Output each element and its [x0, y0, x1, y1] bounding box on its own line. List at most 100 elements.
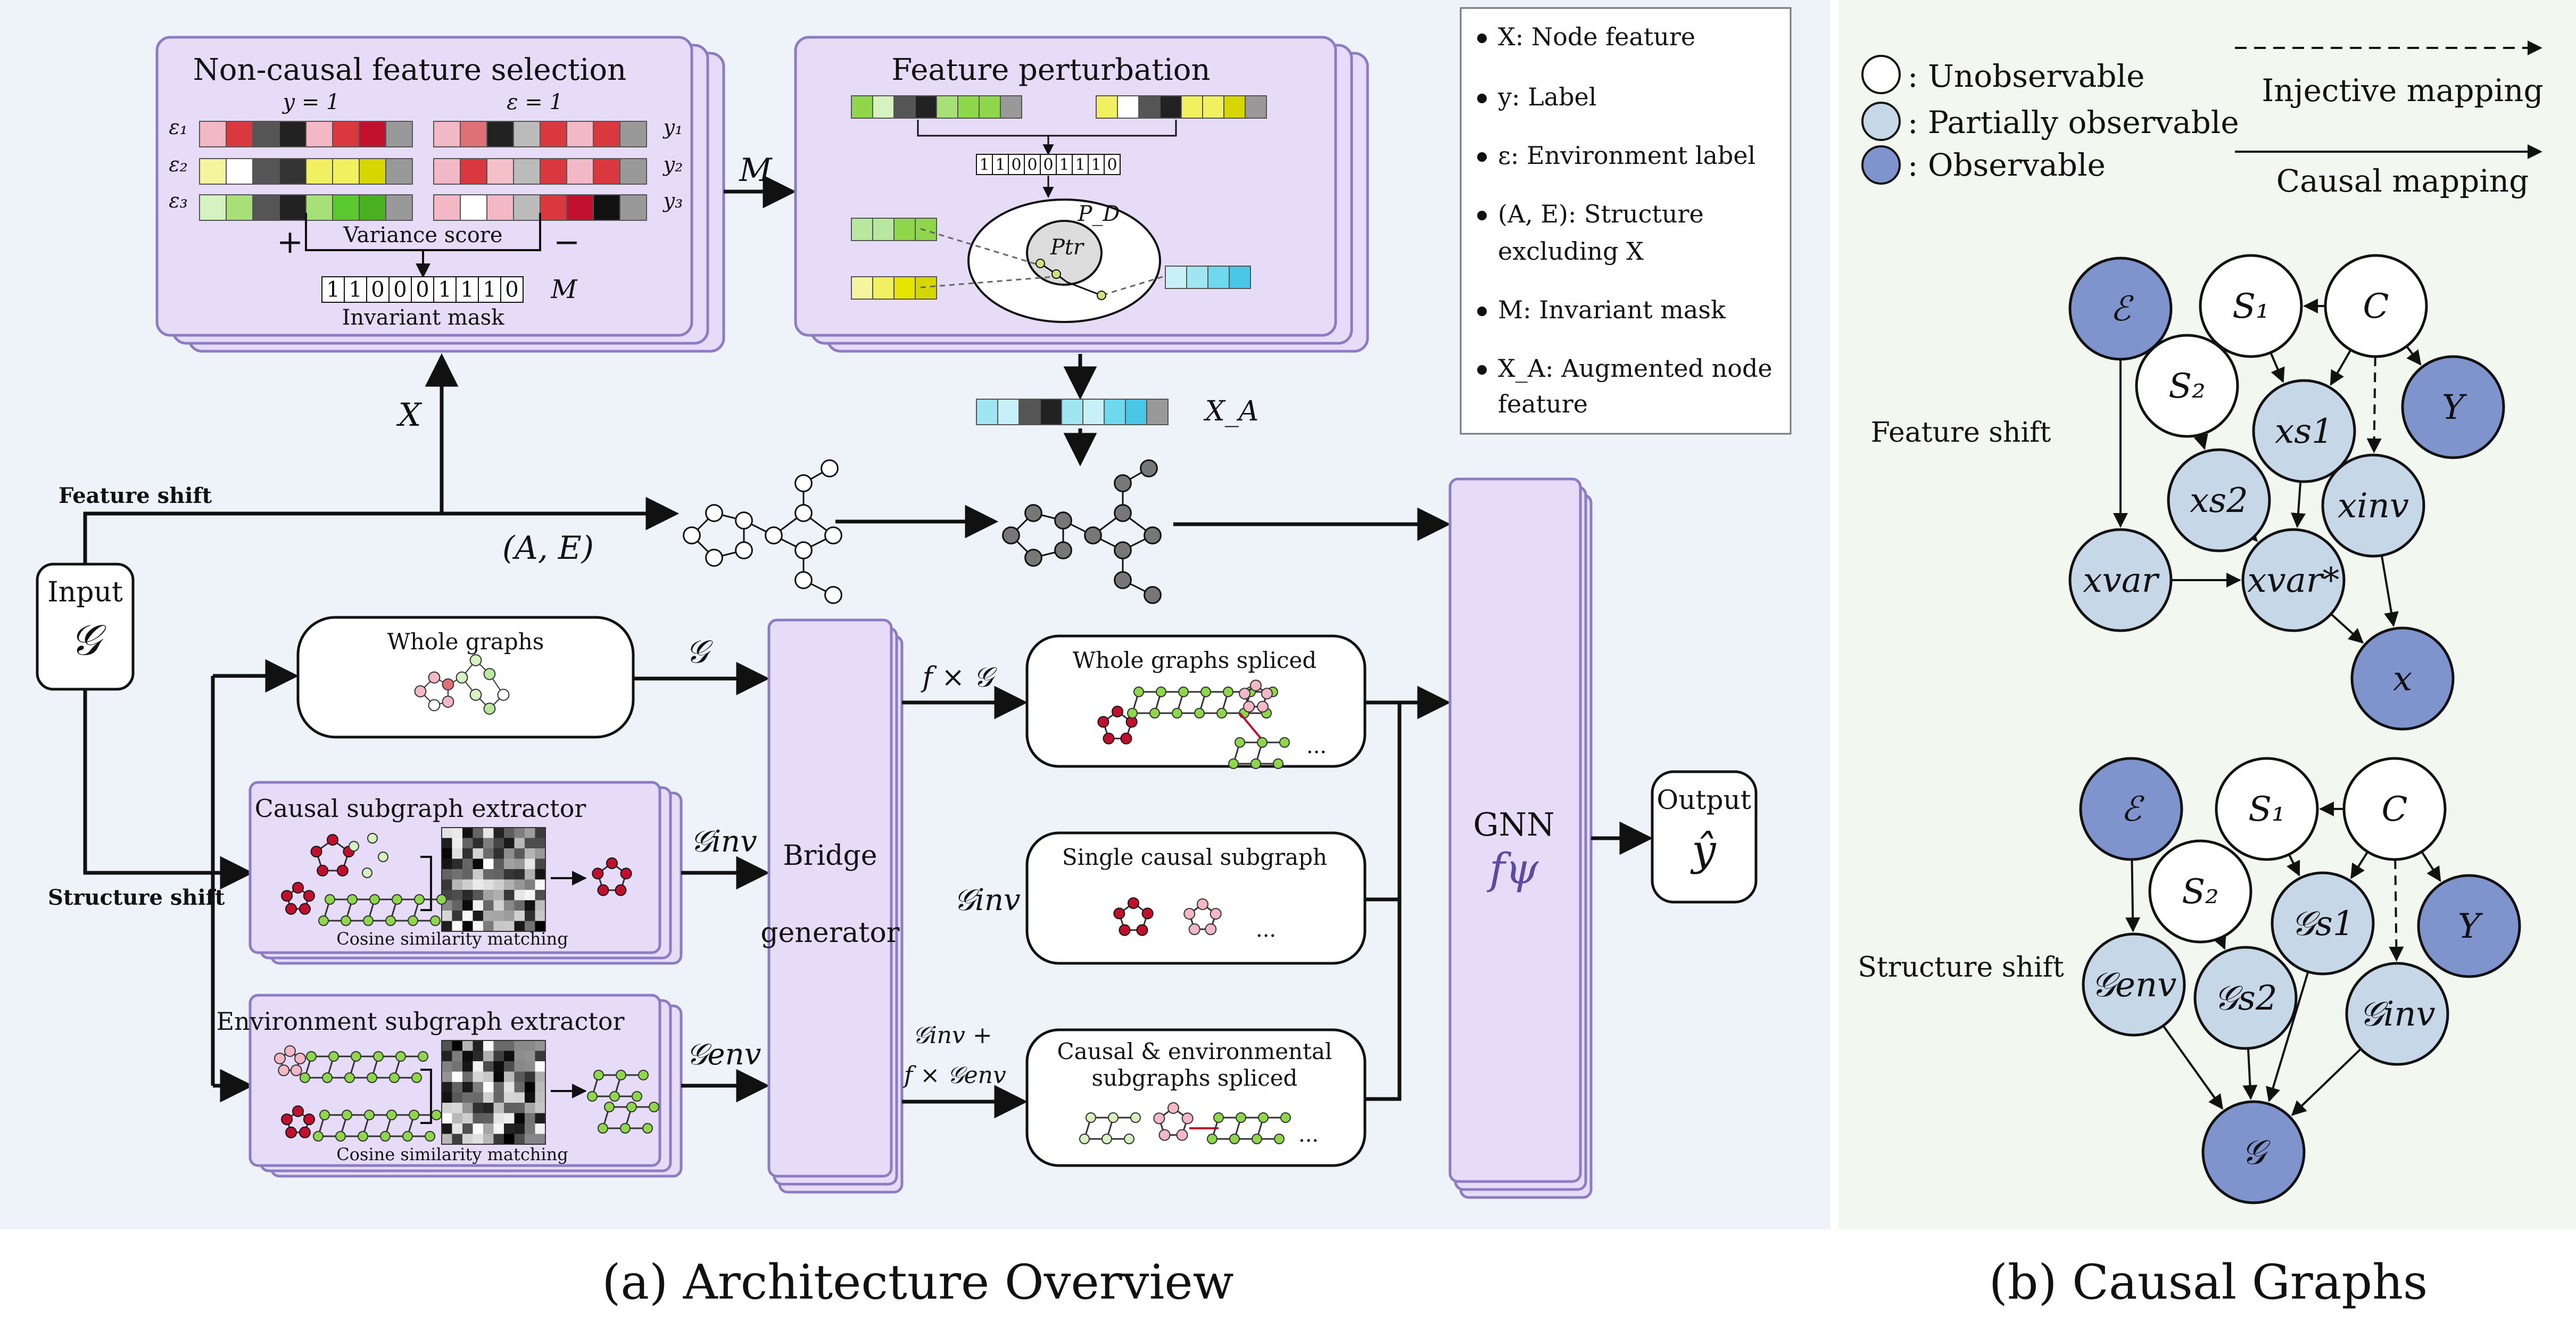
ring-node — [1153, 1112, 1165, 1125]
heatmap-cell — [535, 1051, 545, 1061]
perturb-green-row-cell — [936, 95, 958, 119]
heatmap-cell — [442, 869, 452, 880]
mask-bit: 1 — [1059, 156, 1069, 175]
noncausal-left-row-cell — [252, 194, 280, 221]
causal-edge — [2266, 971, 2309, 1103]
similarity-heatmap-2 — [441, 1040, 546, 1145]
heatmap-cell — [483, 828, 494, 838]
causal-node-Gs2 — [2193, 946, 2298, 1050]
heatmap-cell — [504, 1051, 515, 1061]
ladder-node — [1172, 708, 1182, 718]
heatmap-cell — [462, 1061, 473, 1072]
noncausal-left-row-cell — [226, 194, 253, 221]
graph-node — [735, 511, 753, 530]
ladder-node — [436, 894, 447, 905]
perturb-cyan-sub-cell — [1186, 266, 1208, 289]
noncausal-left-row-cell — [332, 158, 360, 185]
heatmap-cell — [535, 1040, 545, 1051]
row-label-e3: ε₃ — [169, 189, 188, 212]
heatmap-cell — [504, 911, 515, 921]
ladder-node — [363, 915, 374, 926]
causal-edge — [2287, 854, 2300, 877]
spliced1-dots: ... — [1306, 734, 1327, 758]
causal-edge — [2421, 851, 2441, 882]
heatmap-cell — [514, 838, 525, 848]
heatmap-cell — [525, 838, 535, 848]
row-label-e1: ε₁ — [169, 115, 188, 139]
causal-node-label-C: C — [2363, 287, 2389, 326]
extractor-bracket — [420, 1069, 432, 1124]
heatmap-cell — [514, 1134, 525, 1144]
heatmap-cell — [535, 1123, 545, 1134]
ring-node — [281, 890, 293, 902]
causal-node-Ginv — [2345, 962, 2449, 1066]
mask-cell — [433, 276, 457, 303]
ladder-node — [425, 1131, 435, 1142]
ring-node — [1210, 907, 1222, 920]
mask-cell — [1072, 154, 1089, 175]
xa-cell-cell — [997, 399, 1020, 425]
pd-label: P_D — [1078, 202, 1120, 226]
ladder-node — [430, 915, 441, 926]
g-env-arrow-label: 𝒢env — [686, 1037, 761, 1072]
graph-node — [455, 671, 468, 684]
legend-unobs-label: : Unobservable — [1908, 58, 2144, 94]
heatmap-cell — [473, 1092, 483, 1103]
heatmap-cell — [535, 1092, 545, 1103]
heatmap-cell — [473, 838, 483, 848]
graph-node — [497, 689, 510, 701]
caption-right: (b) Causal Graphs — [1989, 1254, 2428, 1310]
heatmap-cell — [493, 828, 504, 838]
heatmap-cell — [525, 828, 535, 838]
ladder-node — [616, 1070, 626, 1080]
heatmap-cell — [462, 838, 473, 848]
ring-node — [317, 864, 329, 877]
ring-node — [1167, 1102, 1179, 1114]
heatmap-cell — [473, 911, 483, 921]
cosine-label-2: Cosine similarity matching — [336, 1144, 568, 1164]
causal-node-label-Gs1: 𝒢s1 — [2291, 904, 2354, 944]
causal-node-xvar — [2068, 528, 2173, 632]
xa-label: X_A — [1203, 395, 1259, 427]
heatmap-cell — [483, 858, 494, 869]
ring-node — [1261, 688, 1273, 700]
heatmap-cell — [514, 848, 525, 859]
ring-node — [1205, 923, 1217, 936]
mask-bit: 0 — [416, 277, 429, 302]
heatmap-cell — [493, 869, 504, 880]
heatmap-cell — [493, 1040, 504, 1051]
spliced2-dots: ... — [1298, 1122, 1319, 1147]
perturbation-feature-rows — [851, 95, 1267, 300]
noncausal-right-row-cell — [460, 121, 487, 147]
heatmap-cell — [442, 1051, 452, 1061]
ring-node — [1183, 907, 1196, 920]
heatmap-cell — [462, 1113, 473, 1123]
heatmap-cell — [525, 848, 535, 859]
ladder-node — [626, 1102, 637, 1112]
heatmap-cell — [493, 921, 504, 931]
perturb-green-row-cell — [872, 95, 894, 119]
ring-node — [1136, 924, 1148, 936]
heatmap-cell — [525, 1103, 535, 1113]
mask-cell — [1040, 154, 1057, 175]
mask-bit: 0 — [1043, 156, 1053, 175]
heatmap-cell — [442, 1103, 452, 1113]
heatmap-cell — [462, 921, 473, 931]
ring-node — [1256, 700, 1269, 713]
heatmap-cell — [504, 921, 515, 931]
heatmap-cell — [483, 1071, 494, 1082]
ladder-node — [380, 1131, 391, 1142]
heatmap-cell — [525, 921, 535, 931]
xa-cell-cell — [1146, 399, 1169, 425]
ladder-node — [300, 1072, 310, 1083]
perturb-green-sub-cell — [851, 218, 873, 241]
heatmap-cell — [483, 1082, 494, 1093]
graph-node — [821, 459, 839, 477]
mask-bit: 1 — [460, 277, 474, 302]
graph-node — [483, 703, 496, 715]
ladder-node — [1236, 1112, 1246, 1123]
noncausal-right-row-cell — [593, 158, 620, 185]
causal-legend: : Unobservable : Partially observable : … — [1861, 40, 2544, 199]
heatmap-cell — [493, 1123, 504, 1134]
perturb-cyan-sub-cell — [1165, 266, 1187, 289]
